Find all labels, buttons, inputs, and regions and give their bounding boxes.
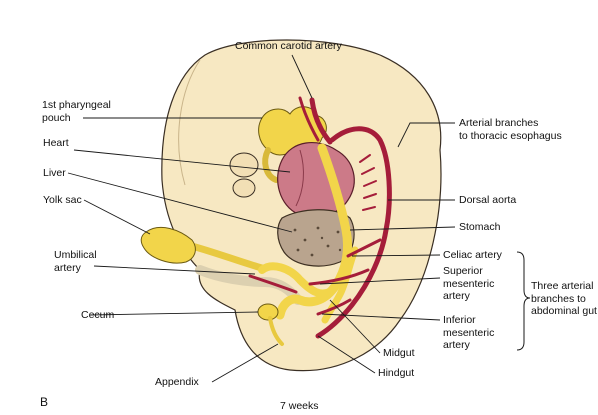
esophageal-branches <box>359 154 377 211</box>
eye-region <box>229 152 259 178</box>
label-umbilical-artery: Umbilical artery <box>54 249 97 274</box>
liver <box>277 209 355 267</box>
label-celiac-artery: Celiac artery <box>443 249 502 261</box>
yolk-sac <box>140 227 196 264</box>
label-heart: Heart <box>43 137 69 149</box>
label-liver: Liver <box>43 167 66 179</box>
label-first-pharyngeal-pouch: 1st pharyngeal pouch <box>42 99 111 124</box>
inferior-mesenteric-branch <box>316 298 352 316</box>
label-superior-mesenteric-artery: Superior mesenteric artery <box>443 265 495 302</box>
leader-lines <box>67 54 456 383</box>
umbilical-artery-vessel <box>248 274 298 294</box>
label-arterial-branches-esophagus: Arterial branches to thoracic esophagus <box>459 117 562 142</box>
branches-bracket <box>516 251 531 351</box>
carotid-artery <box>309 97 333 145</box>
celiac-branch <box>346 238 382 258</box>
liver-texture <box>293 226 342 257</box>
label-midgut: Midgut <box>383 347 415 359</box>
label-inferior-mesenteric-artery: Inferior mesenteric artery <box>443 314 495 351</box>
gut-tube <box>275 143 353 320</box>
label-common-carotid-artery: Common carotid artery <box>235 40 342 52</box>
label-hindgut: Hindgut <box>378 367 415 379</box>
dorsal-aorta <box>315 126 392 339</box>
figure-caption: 7 weeks <box>280 400 319 412</box>
panel-letter: B <box>40 395 49 409</box>
superior-mesenteric-branch <box>308 268 370 286</box>
label-dorsal-aorta: Dorsal aorta <box>459 194 517 206</box>
label-three-arterial-branches: Three arterial branches to abdominal gut <box>531 280 597 317</box>
head-contour <box>178 59 201 186</box>
label-appendix: Appendix <box>155 376 199 388</box>
midgut-loop <box>258 262 334 298</box>
label-cecum: Cecum <box>81 309 115 321</box>
label-stomach: Stomach <box>459 221 501 233</box>
cecum <box>257 303 279 321</box>
label-yolk-sac: Yolk sac <box>43 194 82 206</box>
appendix <box>268 316 284 346</box>
